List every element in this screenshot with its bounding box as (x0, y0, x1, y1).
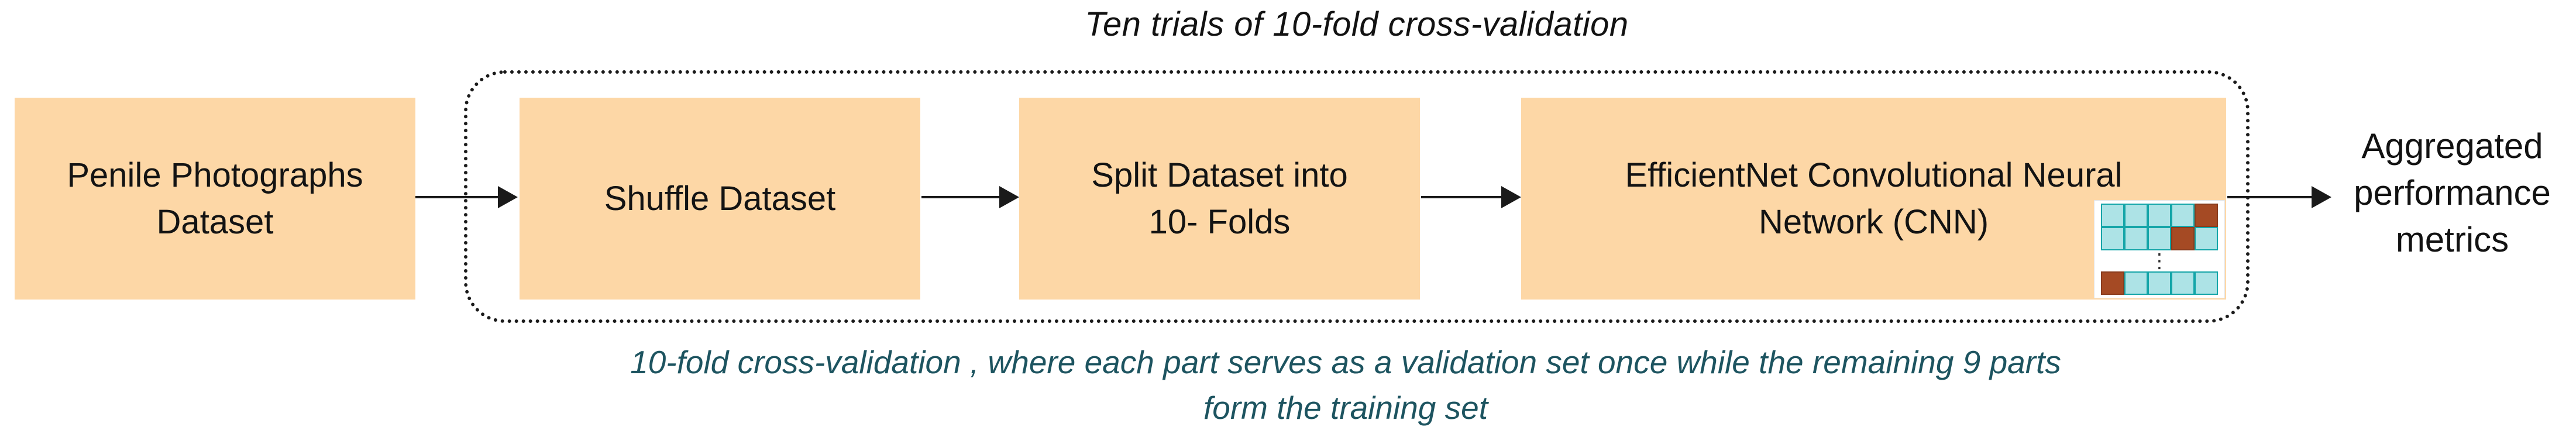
caption-line: 10-fold cross-validation , where each pa… (630, 344, 2061, 380)
training-fold-cell (2195, 271, 2218, 295)
diagram-title: Ten trials of 10-fold cross-validation (1085, 5, 1629, 43)
flow-node-efficientnet-cnn: EfficientNet Convolutional Neural Networ… (1521, 98, 2226, 300)
training-fold-cell (2101, 227, 2124, 250)
training-fold-cell (2148, 271, 2171, 295)
flow-node-split-dataset: Split Dataset into 10- Folds (1019, 98, 1420, 300)
flow-arrow-1 (415, 196, 498, 198)
output-label-line: metrics (2395, 220, 2509, 259)
fold-ellipsis: ⋮ (2149, 250, 2169, 272)
training-fold-cell (2148, 227, 2171, 250)
diagram-caption: 10-fold cross-validation , where each pa… (351, 339, 2340, 431)
validation-fold-cell (2171, 227, 2195, 250)
node-label-line: EfficientNet Convolutional Neural (1625, 156, 2123, 194)
fold-grid-bottom (2101, 271, 2218, 295)
flow-arrow-4 (2227, 196, 2312, 198)
output-label-line: performance (2354, 173, 2551, 212)
training-fold-cell (2124, 227, 2148, 250)
training-fold-cell (2195, 227, 2218, 250)
training-fold-cell (2101, 204, 2124, 227)
node-label-line: 10- Folds (1148, 202, 1291, 241)
validation-fold-cell (2101, 271, 2124, 295)
validation-fold-cell (2195, 204, 2218, 227)
output-label-line: Aggregated (2361, 126, 2543, 166)
node-label-line: Network (CNN) (1758, 202, 1989, 241)
flow-arrow-3 (1421, 196, 1501, 198)
node-label-line: Split Dataset into (1091, 156, 1348, 194)
node-label-line: Dataset (156, 202, 274, 241)
training-fold-cell (2124, 271, 2148, 295)
node-label-line: Penile Photographs (67, 156, 363, 194)
flow-arrow-2 (921, 196, 999, 198)
flow-node-penile-photographs-dataset: Penile Photographs Dataset (15, 98, 415, 300)
output-label: Aggregated performance metrics (2329, 123, 2576, 263)
fold-grid-top (2101, 204, 2218, 250)
cross-validation-folds-icon: ⋮ (2094, 200, 2225, 298)
flow-node-shuffle-dataset: Shuffle Dataset (520, 98, 920, 300)
training-fold-cell (2148, 204, 2171, 227)
training-fold-cell (2171, 271, 2195, 295)
node-label-line: Shuffle Dataset (604, 179, 836, 218)
caption-line: form the training set (1203, 390, 1488, 426)
training-fold-cell (2171, 204, 2195, 227)
training-fold-cell (2124, 204, 2148, 227)
